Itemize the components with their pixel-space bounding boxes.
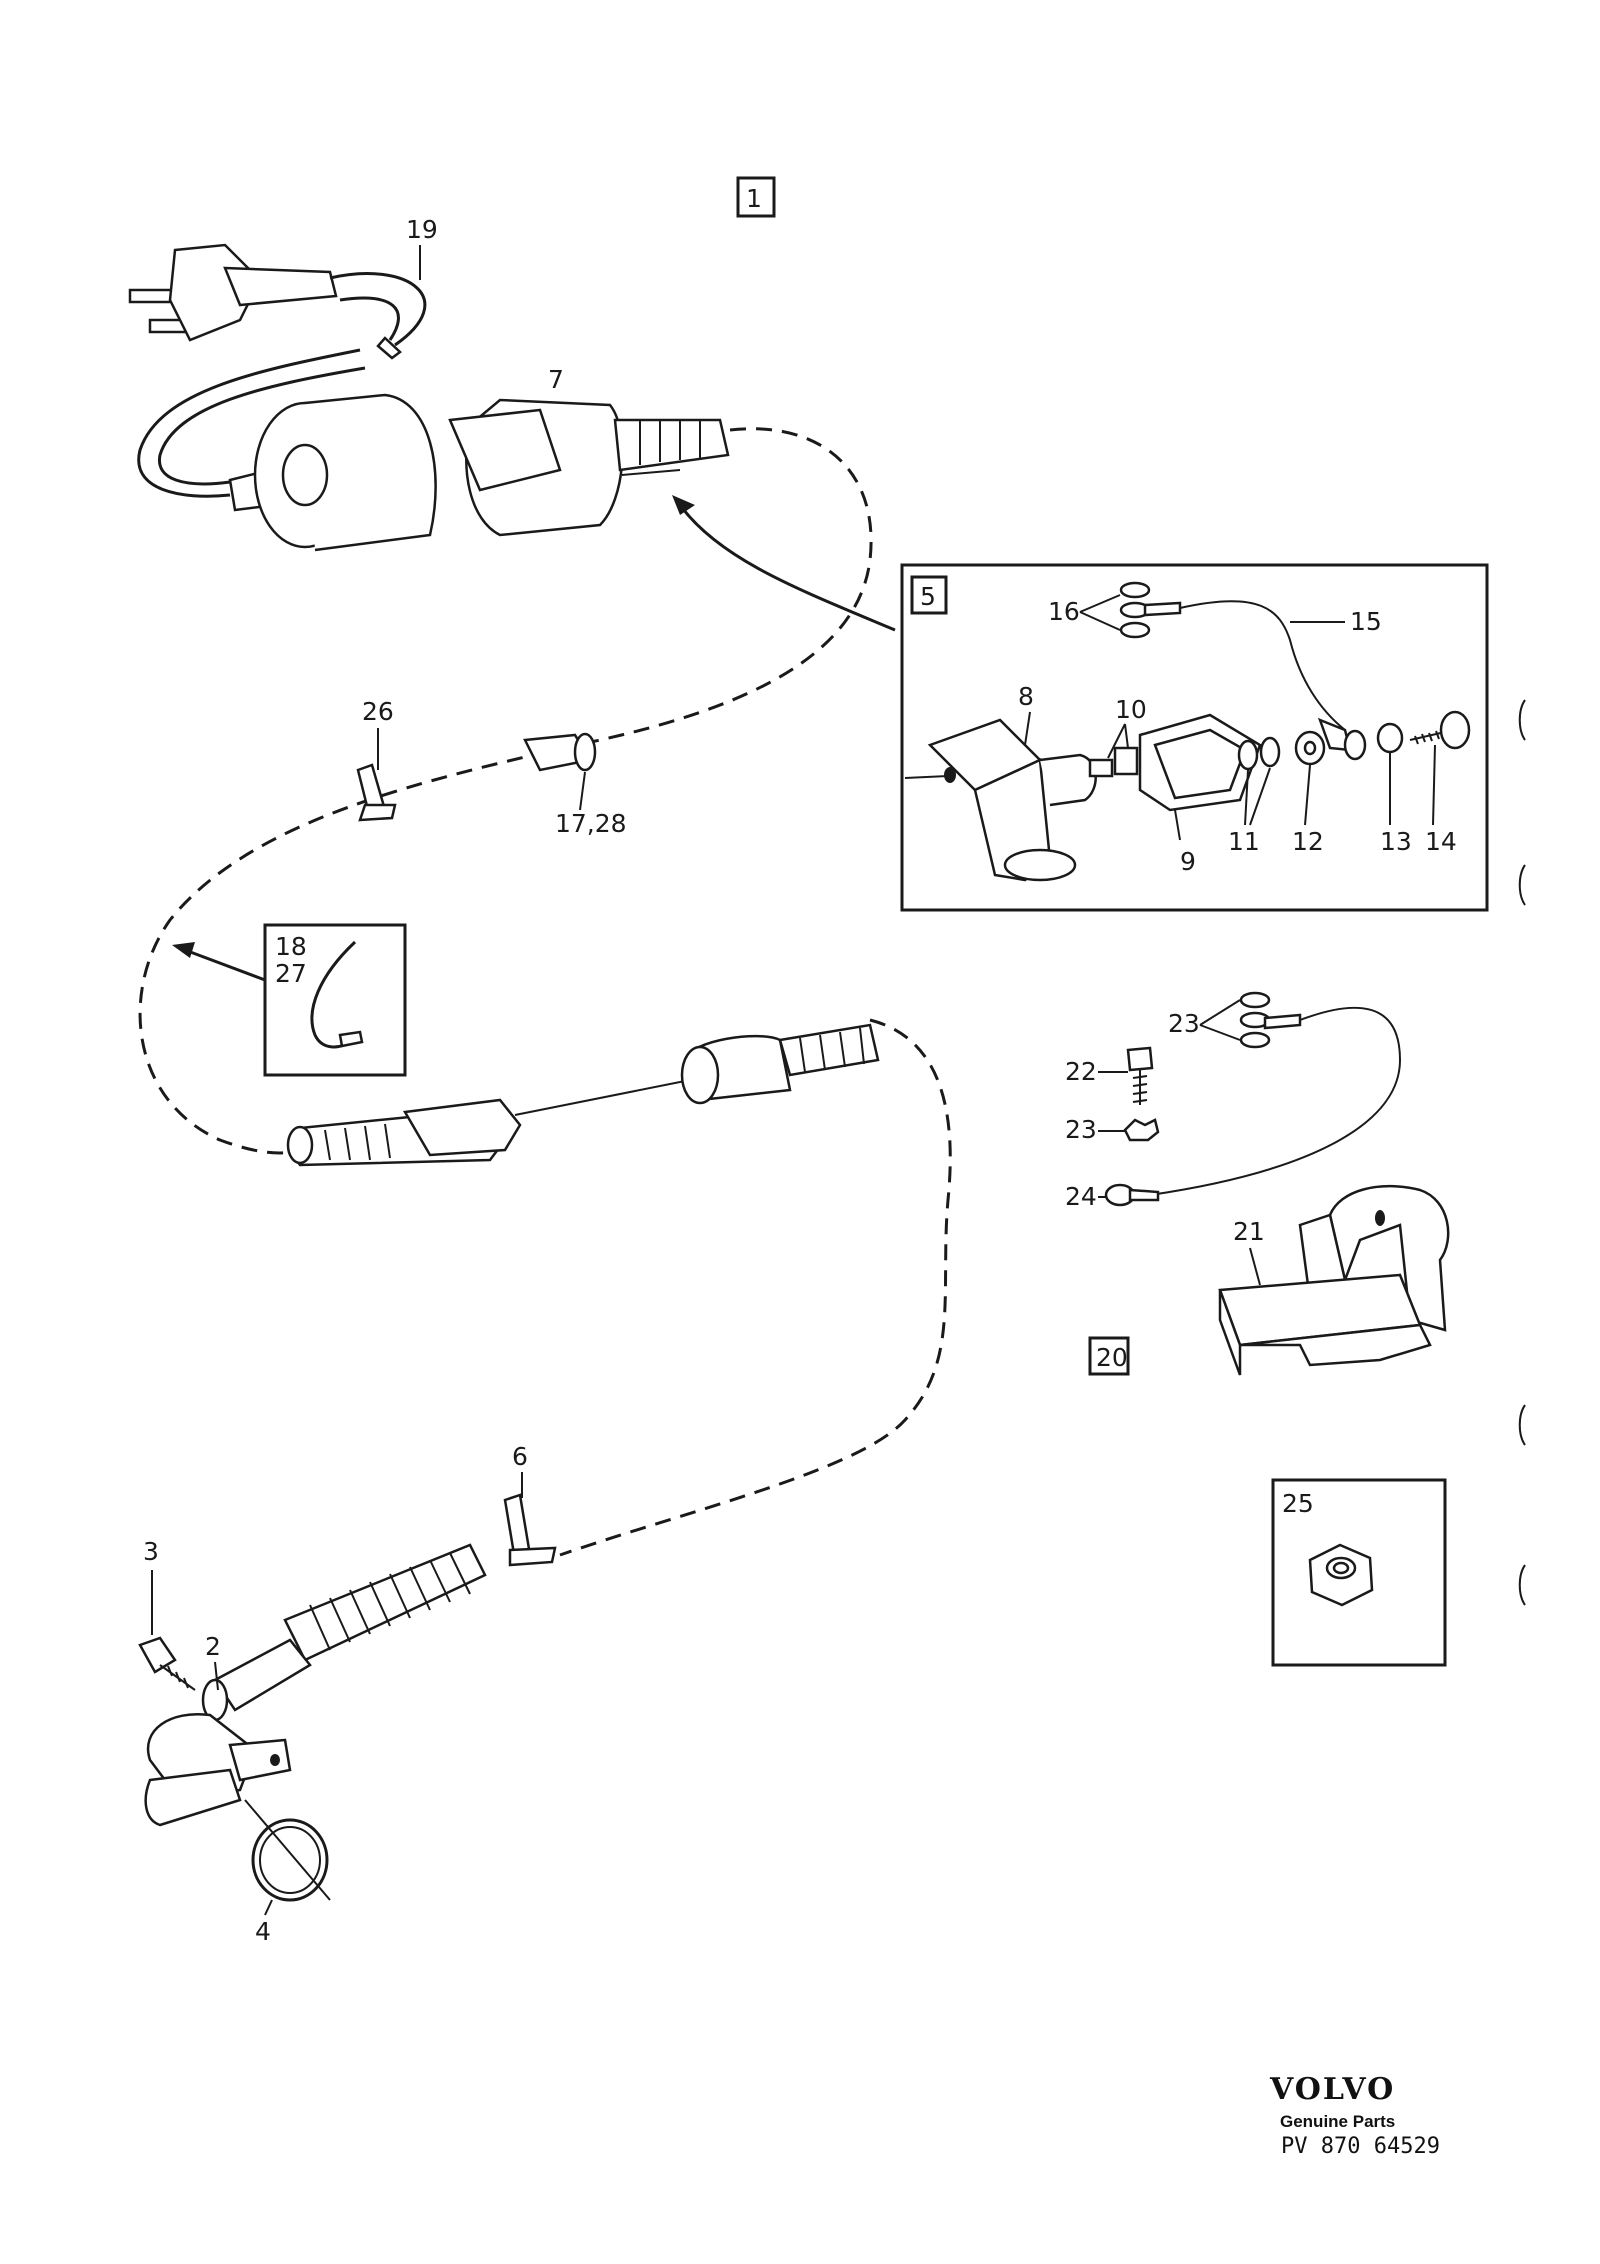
mains-plug	[128, 243, 427, 512]
label-9: 9	[1180, 847, 1196, 876]
label-23a: 23	[1168, 1009, 1200, 1038]
label-box-20: 20	[1096, 1343, 1128, 1372]
label-10: 10	[1115, 695, 1147, 724]
label-8: 8	[1018, 682, 1034, 711]
label-26: 26	[362, 697, 394, 726]
genuine-parts-label: Genuine Parts	[1280, 2112, 1396, 2131]
label-23b: 23	[1065, 1115, 1097, 1144]
label-box-5: 5	[920, 582, 936, 611]
reference-box-1: 1	[736, 176, 776, 218]
box-18-27: 18 27	[263, 923, 407, 1077]
nut-box-25: 25	[1271, 1478, 1447, 1667]
label-27: 27	[275, 959, 307, 988]
label-18: 18	[275, 932, 307, 961]
extension-cable	[286, 1023, 880, 1167]
label-3: 3	[143, 1537, 159, 1566]
label-13: 13	[1380, 827, 1412, 856]
label-24: 24	[1065, 1182, 1097, 1211]
label-6: 6	[512, 1442, 528, 1471]
label-21: 21	[1233, 1217, 1265, 1246]
bracket-assembly-20: 23 22 23 24 21 20	[1065, 991, 1450, 1376]
clip-6	[503, 1493, 557, 1567]
label-16: 16	[1048, 597, 1080, 626]
label-box-1: 1	[746, 184, 762, 213]
label-2: 2	[205, 1632, 221, 1661]
connector-7	[448, 398, 730, 537]
label-15: 15	[1350, 607, 1382, 636]
cable-route	[138, 427, 873, 1155]
box-5-detail: 5 16 15 8 10 9 11	[900, 563, 1489, 912]
part-number: PV 870 64529	[1281, 2134, 1440, 2159]
screw-3	[138, 1636, 196, 1691]
socket-housing	[253, 393, 437, 552]
label-7: 7	[548, 365, 564, 394]
label-22: 22	[1065, 1057, 1097, 1086]
label-17-28: 17,28	[555, 809, 627, 838]
label-12: 12	[1292, 827, 1324, 856]
label-4: 4	[255, 1917, 271, 1946]
grommet-17-28	[523, 732, 597, 772]
volvo-logo: VOLVO	[1270, 2072, 1396, 2107]
label-14: 14	[1425, 827, 1457, 856]
label-19: 19	[406, 215, 438, 244]
lower-connector	[144, 1543, 487, 1902]
clip-26	[356, 763, 397, 822]
label-11: 11	[1228, 827, 1260, 856]
label-25: 25	[1282, 1489, 1314, 1518]
